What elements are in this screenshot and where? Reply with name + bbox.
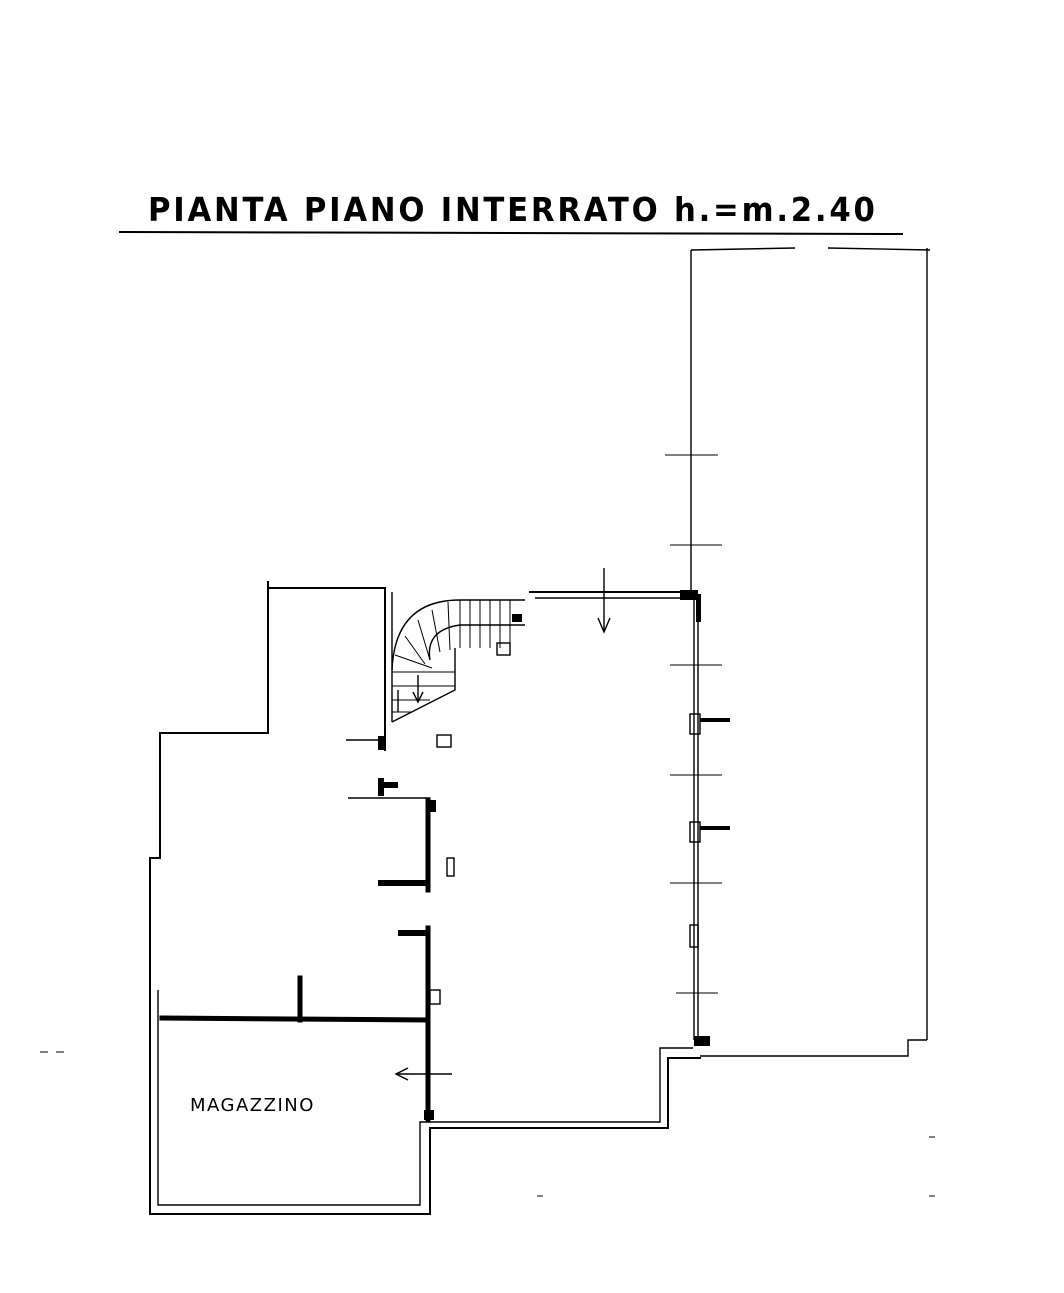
- page-title: PIANTA PIANO INTERRATO h.=m.2.40: [148, 190, 878, 229]
- stair-icon: [384, 587, 525, 751]
- interior-walls: [159, 736, 441, 1123]
- title-underline: [118, 230, 904, 236]
- pillar-icon: [436, 664, 730, 994]
- right-strip-outline: [665, 247, 931, 1057]
- stray-marks: [40, 1051, 935, 1197]
- outer-walls: [149, 581, 710, 1215]
- room-label-magazzino: MAGAZZINO: [190, 1095, 315, 1116]
- door-swing-icon: [394, 568, 611, 1081]
